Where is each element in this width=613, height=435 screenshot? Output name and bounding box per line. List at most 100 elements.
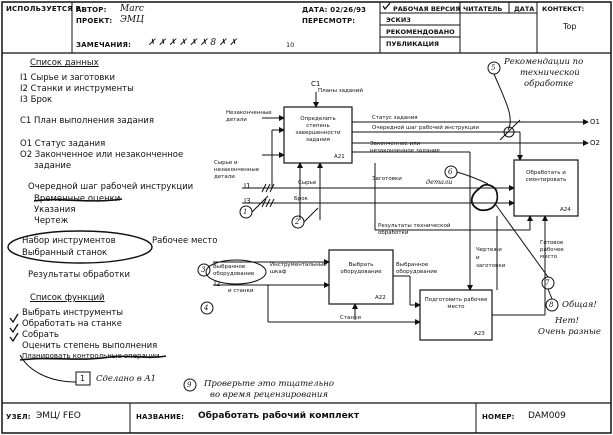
note-8-num: 8: [549, 301, 554, 309]
note-5-text: Рекомендации по: [504, 57, 584, 67]
project-value: ЭМЦ: [120, 15, 144, 25]
label-brok: Брок: [294, 196, 308, 202]
note-9-text: Проверьте это тщательно: [204, 379, 334, 389]
label-status: Статус задания: [372, 115, 418, 121]
label-o2: O2: [590, 139, 600, 147]
label-i2: I2: [214, 280, 221, 288]
label-selected-eq-left: Выбранное оборудование: [213, 264, 255, 277]
label-i1: I1: [244, 182, 251, 190]
notes-count: 10: [286, 41, 295, 49]
author-value: Marc: [120, 4, 144, 14]
other-item: Указания: [34, 205, 76, 215]
box-a23-num: A23: [474, 331, 485, 337]
note-very-diff: Очень разные: [538, 327, 601, 337]
output-item: O2 Законченное или незаконченное: [20, 150, 184, 160]
c1-desc: Планы заданий: [318, 88, 363, 94]
note-2-num: 2: [295, 218, 300, 226]
label-unfinished: Незаконченные детали: [226, 110, 272, 123]
notes-label: ЗАМЕЧАНИЯ:: [76, 41, 132, 49]
reader-date-label: ДАТА: [514, 5, 535, 13]
other-item: Чертеж: [34, 216, 69, 226]
revision-label: ПЕРЕСМОТР:: [302, 17, 356, 25]
label-o1: O1: [590, 118, 600, 126]
results-item: Результаты обработки: [28, 270, 130, 280]
function-item: Выбрать инструменты: [22, 308, 124, 318]
label-ready-workplace: Готовое рабочее место: [540, 240, 564, 260]
input-item: I2 Станки и инструменты: [20, 84, 134, 94]
box-a22: [328, 249, 394, 305]
box-a23-label: Подготовить рабочее место: [424, 297, 488, 310]
note-1-num: 1: [243, 208, 248, 216]
date-label: ДАТА: 02/26/93: [302, 6, 367, 14]
status-working[interactable]: РАБОЧАЯ ВЕРСИЯ: [393, 5, 461, 13]
context-value: Top: [563, 22, 577, 31]
label-details: детали: [426, 178, 453, 186]
node-value: ЭМЦ/ FEO: [36, 411, 81, 421]
other-item: Очередной шаг рабочей инструкции: [28, 182, 194, 192]
label-raw: Сырье: [298, 180, 317, 186]
note-5-text: технической: [520, 68, 580, 78]
function-item: Обработать на станке: [22, 319, 123, 329]
label-finished-or-not: Законченное или незаконченное задание: [370, 141, 440, 154]
done-note: Сделано в A1: [96, 374, 157, 384]
note-6-num: 6: [448, 168, 453, 176]
output-item: задание: [34, 161, 72, 171]
note-9-text: во время рецензирования: [210, 390, 328, 400]
box-a21-num: A21: [334, 154, 345, 160]
author-label: АВТОР:: [76, 6, 107, 14]
label-and-machines: и станки: [228, 288, 254, 294]
label-machines: Станки: [340, 315, 361, 321]
output-item: O1 Статус задания: [20, 139, 106, 149]
func-list-title: Список функций: [30, 293, 105, 303]
used-at-label: ИСПОЛЬЗУЕТСЯ В:: [6, 5, 84, 13]
input-item: I1 Сырье и заготовки: [20, 73, 116, 83]
title-label: НАЗВАНИЕ:: [136, 413, 185, 421]
note-4-num: 4: [204, 304, 209, 312]
mech-item: Набор инструментов: [22, 236, 116, 246]
number-value: DAM009: [528, 411, 566, 421]
box-a22-label: Выбрать оборудование: [340, 262, 382, 275]
label-tool-cabinet: Инструментальный шкаф: [270, 262, 327, 275]
box-a22-num: A22: [375, 295, 386, 301]
box-a24-num: A24: [560, 207, 571, 213]
note-no-text: Нет!: [555, 316, 579, 326]
label-blanks: Заготовки: [372, 176, 402, 182]
box-a24-label: Обработать и смонтировать: [525, 170, 567, 183]
function-item: Оценить степень выполнения: [22, 341, 158, 351]
mech-item: Выбранный станок: [22, 248, 108, 258]
node-label: УЗЕЛ:: [6, 413, 31, 421]
c1-label: C1: [311, 80, 321, 88]
workplace-note: Рабочее место: [152, 236, 218, 246]
other-item-struck: Временные оценки: [34, 194, 121, 204]
note-5-num: 5: [491, 64, 496, 72]
status-recommended[interactable]: РЕКОМЕНДОВАНО: [386, 28, 455, 36]
label-i3: I3: [244, 197, 251, 205]
label-raw-unfinished: Сырье и незаконченные детали: [214, 160, 260, 180]
notes-marks: ✗ ✗ ✗ ✗ ✗ ✗ 8 ✗ ✗: [148, 38, 237, 48]
note-8-text: Общая!: [562, 300, 597, 310]
context-label: КОНТЕКСТ:: [542, 5, 585, 13]
input-item: I3 Брок: [20, 95, 53, 105]
box-a21: [283, 106, 353, 164]
label-next-step: Очередной шаг рабочей инструкции: [372, 125, 479, 131]
note-5-text: обработке: [524, 79, 574, 89]
note-3-num: 3: [201, 266, 206, 274]
note-7-num: 7: [545, 279, 550, 287]
function-item: Собрать: [22, 330, 59, 340]
box-a21-label: Определить степень завершенности задания: [295, 116, 341, 143]
label-selected-eq: Выбранное оборудование: [396, 262, 438, 275]
function-item-struck: Планировать контрольные операции: [22, 352, 160, 360]
number-label: НОМЕР:: [482, 413, 515, 421]
status-publication[interactable]: ПУБЛИКАЦИЯ: [386, 40, 440, 48]
data-list-title: Список данных: [30, 58, 99, 68]
label-results-tech: Результаты технической обработки: [378, 223, 451, 236]
project-label: ПРОЕКТ:: [76, 17, 113, 25]
page-title: Обработать рабочий комплект: [198, 411, 360, 421]
label-drawings-blanks: Чертежи и заготовки: [476, 247, 506, 269]
done-box-number: 1: [80, 374, 86, 383]
status-draft[interactable]: ЭСКИЗ: [386, 16, 411, 24]
control-item: C1 План выполнения задания: [20, 116, 154, 126]
box-a23: [419, 289, 493, 341]
reader-label: ЧИТАТЕЛЬ: [463, 5, 503, 13]
